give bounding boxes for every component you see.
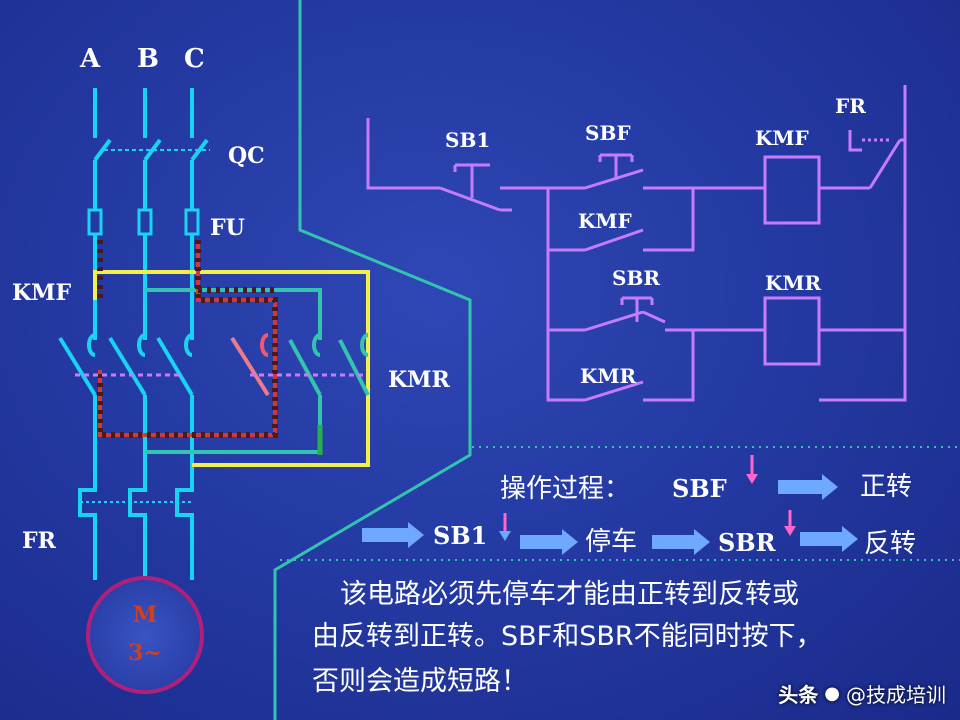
power-circuit: A B C (12, 44, 450, 694)
arrow-to-forward (778, 474, 838, 500)
warning-note: 该电路必须先停车才能由正转到反转或 由反转到正转。SBF和SBR不能同时按下， … (312, 579, 823, 697)
short-circuit-path (97, 240, 278, 438)
control-sbr-label: SBR (612, 266, 660, 290)
phase-label-a: A (79, 44, 101, 74)
note-line-2: 由反转到正转。SBF和SBR不能同时按下， (312, 621, 823, 652)
process-heading: 操作过程： (500, 474, 630, 504)
operation-process: 操作过程： SBF 正转 SB1 停车 SBR 反转 (362, 455, 916, 559)
kmf-link-wire (93, 270, 370, 467)
kmr-main-label: KMR (388, 367, 450, 393)
wechat-icon: ● (824, 683, 840, 704)
process-sbr: SBR (718, 528, 777, 557)
qc-label: QC (228, 143, 265, 169)
arrow-to-sbr (652, 529, 710, 555)
process-forward: 正转 (860, 472, 912, 502)
fr-main-label: FR (22, 528, 57, 554)
process-sbf: SBF (672, 474, 727, 503)
fu-label: FU (210, 215, 245, 241)
control-kmr-coil-label: KMR (765, 271, 822, 295)
process-stop: 停车 (585, 527, 637, 557)
phase-label-c: C (184, 44, 205, 74)
note-line-3: 否则会造成短路！ (312, 666, 528, 697)
control-circuit (366, 85, 907, 402)
arrow-to-stop (520, 529, 578, 555)
process-sb1: SB1 (433, 521, 487, 550)
phase-label-b: B (137, 44, 159, 74)
control-kmf-aux-label: KMF (578, 209, 632, 233)
motor-symbol (86, 576, 204, 694)
process-reverse: 反转 (864, 529, 916, 559)
arrow-to-reverse (800, 526, 858, 552)
control-fr-label: FR (835, 94, 866, 118)
control-kmf-coil-label: KMF (755, 126, 809, 150)
control-sb1-label: SB1 (445, 128, 490, 152)
control-kmr-aux-label: KMR (580, 364, 637, 388)
control-sbf-label: SBF (585, 121, 631, 145)
arrow-to-sb1 (362, 522, 424, 548)
watermark: 头条 ● @技成培训 (778, 679, 946, 708)
motor-phase-label: 3~ (128, 640, 162, 666)
panel-divider-left (273, 0, 472, 720)
watermark-prefix: 头条 (778, 683, 819, 707)
note-line-1: 该电路必须先停车才能由正转到反转或 (340, 579, 799, 610)
watermark-handle: @技成培训 (846, 683, 946, 707)
motor-label: M (133, 602, 157, 628)
kmf-main-label: KMF (12, 280, 71, 306)
